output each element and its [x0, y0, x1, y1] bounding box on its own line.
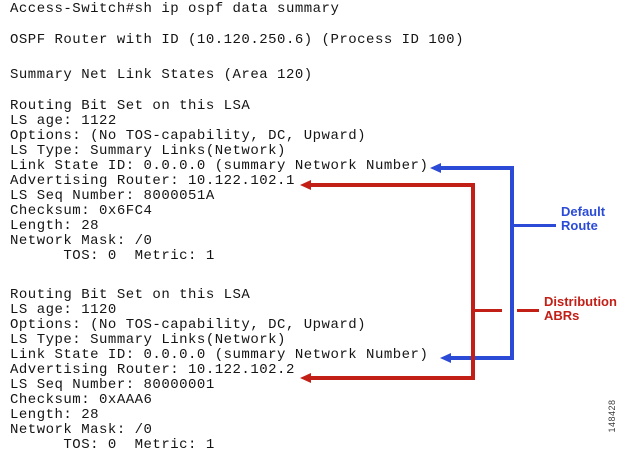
blue-arrow-bottom-shaft [451, 356, 514, 360]
blue-arrowhead-top-icon [430, 163, 441, 173]
red-arrow-vertical-line [471, 183, 475, 380]
figure-number: 148428 [607, 399, 617, 433]
console-area-line: Summary Net Link States (Area 120) [10, 67, 313, 83]
red-label-connector-line-right [517, 309, 539, 312]
red-arrow-bottom-shaft [311, 376, 475, 380]
default-route-callout: Default Route [561, 205, 605, 233]
distribution-abrs-callout-line1: Distribution [544, 294, 617, 309]
default-route-callout-line1: Default [561, 204, 606, 219]
console-command-line: Access-Switch#sh ip ospf data summary [10, 1, 340, 17]
console-lsa-block-2: Routing Bit Set on this LSA LS age: 1120… [10, 287, 429, 453]
blue-label-connector-line [514, 224, 556, 227]
red-arrowhead-bottom-icon [300, 373, 311, 383]
red-arrow-top-shaft [311, 183, 475, 187]
red-arrowhead-top-icon [300, 180, 311, 190]
blue-arrow-vertical-line [510, 166, 514, 360]
default-route-callout-line2: Route [561, 218, 598, 233]
console-router-id-line: OSPF Router with ID (10.120.250.6) (Proc… [10, 32, 464, 48]
console-lsa-block-1: Routing Bit Set on this LSA LS age: 1122… [10, 98, 429, 264]
blue-arrow-top-shaft [441, 166, 514, 170]
distribution-abrs-callout: Distribution ABRs [544, 295, 617, 323]
red-label-connector-line-left [475, 309, 502, 312]
distribution-abrs-callout-line2: ABRs [544, 308, 580, 323]
blue-arrowhead-bottom-icon [440, 353, 451, 363]
